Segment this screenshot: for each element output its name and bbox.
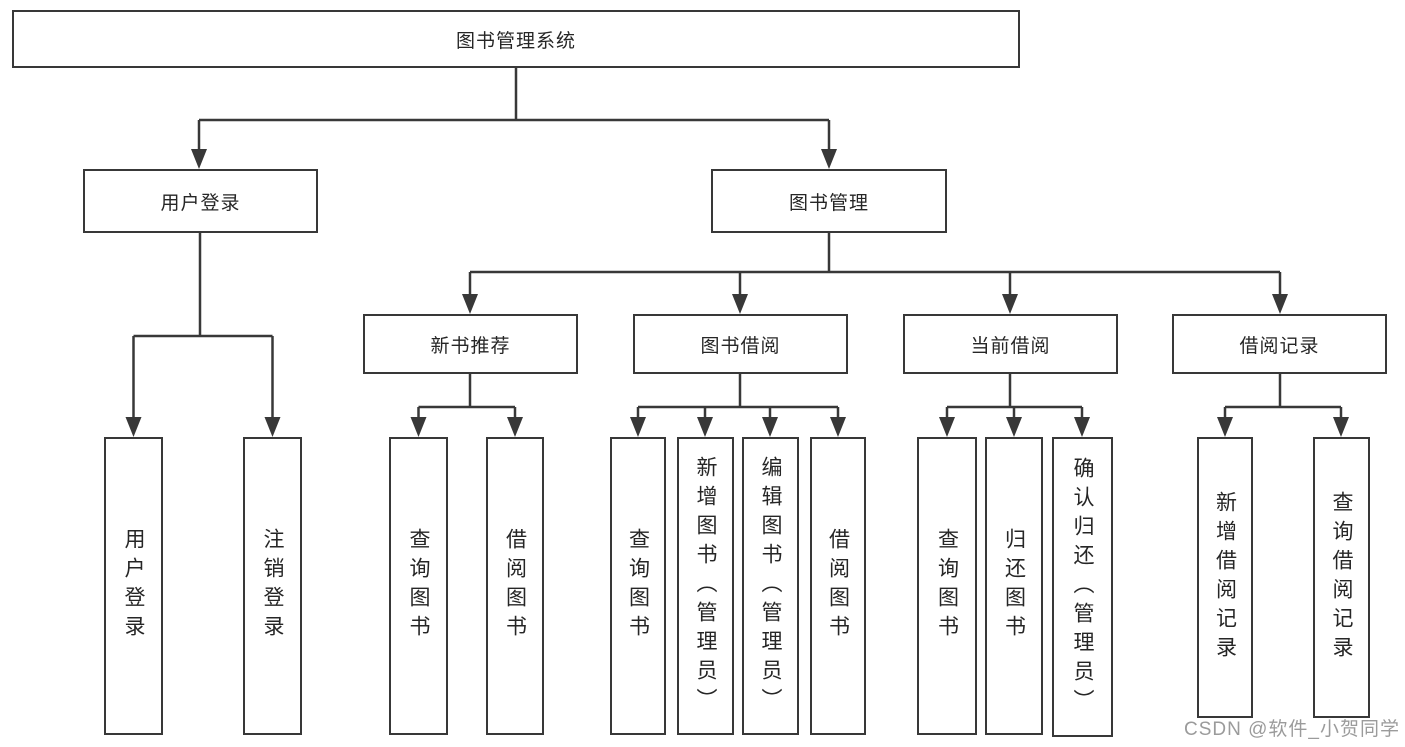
node-user-login: 用户登录 bbox=[83, 169, 318, 233]
leaf-node-query-books-borrowing: 查询图书 bbox=[610, 437, 666, 735]
leaf-node-query-books-recommend: 查询图书 bbox=[389, 437, 448, 735]
leaf-node-edit-books-admin: 编辑图书（管理员） bbox=[742, 437, 799, 735]
node-new-book-recommend: 新书推荐 bbox=[363, 314, 578, 374]
node-borrowing-records: 借阅记录 bbox=[1172, 314, 1387, 374]
leaf-node-add-borrow-record: 新增借阅记录 bbox=[1197, 437, 1253, 718]
leaf-node-confirm-return-admin: 确认归还（管理员） bbox=[1052, 437, 1113, 737]
node-book-borrowing: 图书借阅 bbox=[633, 314, 848, 374]
leaf-node-borrow-books-borrowing: 借阅图书 bbox=[810, 437, 866, 735]
csdn-watermark: CSDN @软件_小贺同学 bbox=[1184, 719, 1400, 740]
node-book-management: 图书管理 bbox=[711, 169, 947, 233]
node-current-borrowing: 当前借阅 bbox=[903, 314, 1118, 374]
leaf-node-borrow-books-recommend: 借阅图书 bbox=[486, 437, 544, 735]
leaf-node-add-books-admin: 新增图书（管理员） bbox=[677, 437, 734, 735]
leaf-node-user-login: 用户登录 bbox=[104, 437, 163, 735]
leaf-node-query-books-current: 查询图书 bbox=[917, 437, 977, 735]
node-library-management-system: 图书管理系统 bbox=[12, 10, 1020, 68]
leaf-node-logout: 注销登录 bbox=[243, 437, 302, 735]
leaf-node-query-borrow-record: 查询借阅记录 bbox=[1313, 437, 1370, 718]
leaf-node-return-books: 归还图书 bbox=[985, 437, 1043, 735]
